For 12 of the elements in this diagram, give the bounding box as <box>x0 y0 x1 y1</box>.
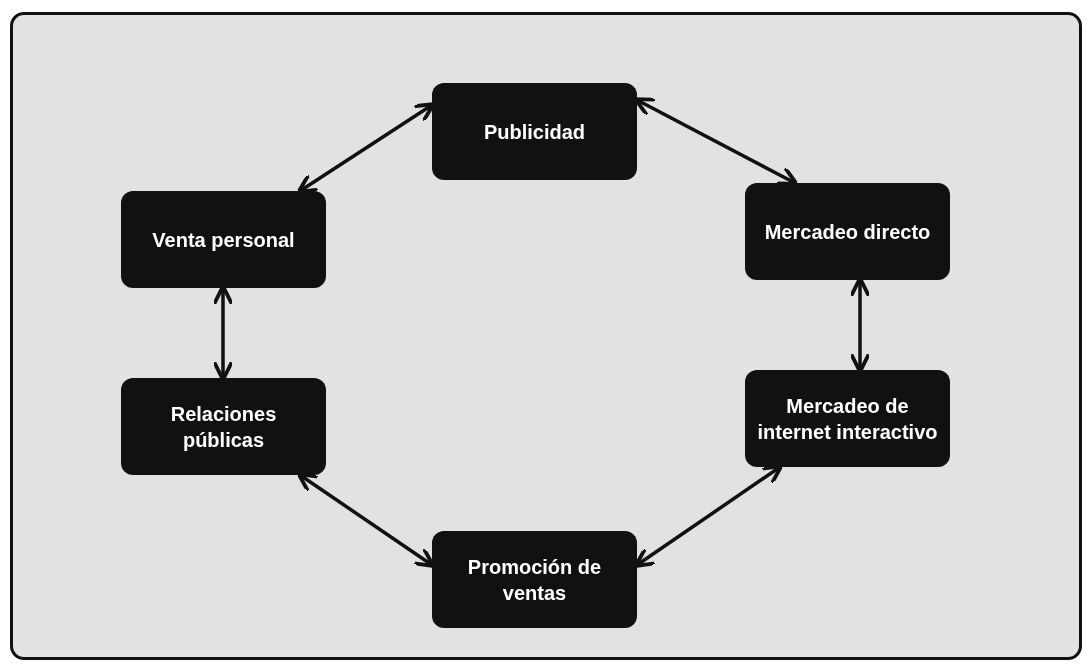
box-label: Publicidad <box>483 119 586 145</box>
process-box <box>121 191 326 288</box>
process-box <box>745 183 950 280</box>
process-box <box>432 531 637 628</box>
box-label: Mercadeo directo <box>764 219 931 245</box>
box-label: Relaciones públicas <box>169 401 278 453</box>
process-box <box>121 378 326 475</box>
box-label: Venta personal <box>152 227 295 253</box>
process-box <box>745 370 950 467</box>
box-label: Promoción de ventas <box>466 554 603 606</box>
box-label: Mercadeo de internet interactivo <box>757 393 938 445</box>
process-box <box>432 83 637 180</box>
